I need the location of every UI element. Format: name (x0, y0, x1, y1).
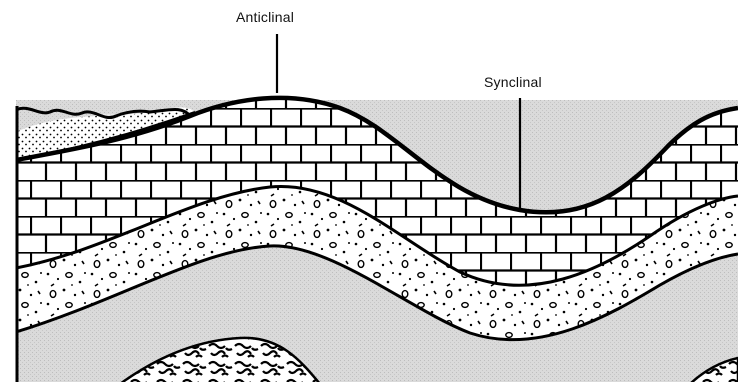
anticline-label: Anticlinal (236, 9, 294, 25)
syncline-label: Synclinal (484, 74, 542, 90)
strata-group (16, 98, 738, 382)
